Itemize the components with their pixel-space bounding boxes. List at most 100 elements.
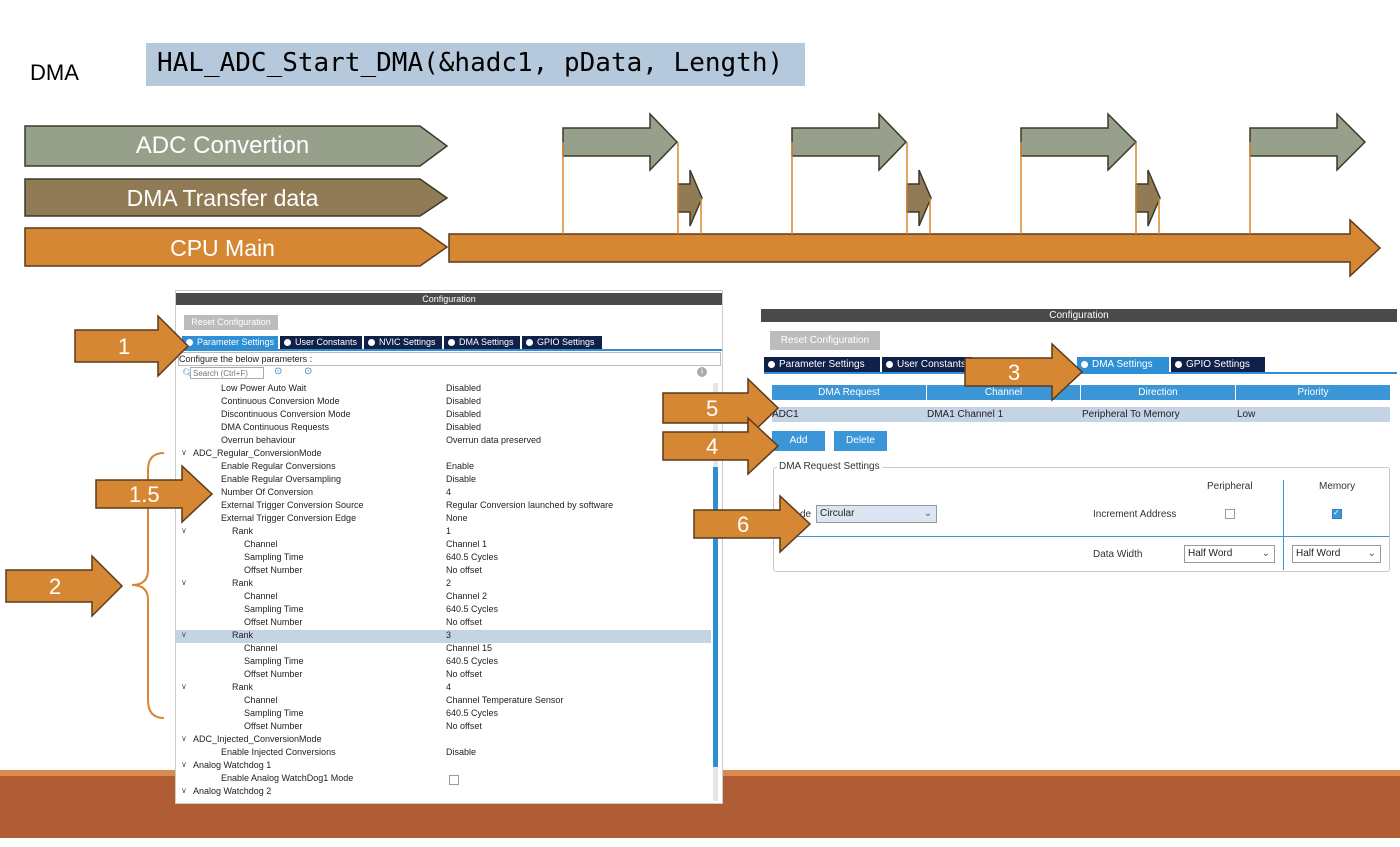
column-divider [1283,480,1284,570]
tree-group-row[interactable]: ∨ADC_Regular_ConversionMode [176,448,711,461]
chevron-down-icon[interactable]: ∨ [181,734,187,743]
chevron-down-icon[interactable]: ∨ [181,526,187,535]
add-button[interactable]: Add [772,431,825,451]
parameter-value[interactable]: Channel 2 [446,591,488,601]
parameter-value[interactable]: Disabled [446,422,482,432]
parameter-value[interactable]: Disable [446,747,477,757]
tree-group-row[interactable]: ∨ ADC_Injected_ConversionMode [176,734,711,747]
col-header-direction[interactable]: Direction [1081,385,1235,400]
parameter-value[interactable]: No offset [446,617,482,627]
parameter-value[interactable]: 640.5 Cycles [446,604,499,614]
memory-data-width-select[interactable]: Half Word⌄ [1292,545,1381,563]
tab-gpio-settings[interactable]: GPIO Settings [1171,357,1265,372]
scrollbar-track[interactable] [713,383,718,801]
parameter-value[interactable]: Disabled [446,396,482,406]
tab-gpio-settings[interactable]: GPIO Settings [522,336,602,349]
parameter-value[interactable]: None [446,513,468,523]
delete-button[interactable]: Delete [834,431,887,451]
table-row[interactable]: ADC1 DMA1 Channel 1 Peripheral To Memory… [772,407,1390,422]
parameter-value[interactable]: Enable [446,461,475,471]
parameter-value[interactable]: Overrun data preserved [446,435,542,445]
reset-configuration-button[interactable]: Reset Configuration [184,315,278,330]
parameter-value[interactable]: Disabled [446,383,482,393]
parameter-value[interactable]: 640.5 Cycles [446,656,499,666]
parameter-value[interactable]: 1 [446,526,452,536]
chevron-down-icon[interactable]: ∨ [181,630,187,639]
search-prev-icon[interactable]: ⊙ [274,366,283,377]
parameter-value[interactable]: No offset [446,565,482,575]
parameter-value[interactable]: Channel Temperature Sensor [446,695,564,705]
parameter-value[interactable]: Channel 15 [446,643,493,653]
search-next-icon[interactable]: ⊙ [304,366,313,377]
tab-dma-settings[interactable]: DMA Settings [1077,357,1169,372]
col-header-priority[interactable]: Priority [1236,385,1390,400]
col-header-channel[interactable]: Channel [927,385,1080,400]
chevron-down-icon[interactable]: ∨ [181,682,187,691]
chevron-down-icon[interactable]: ∨ [181,578,187,587]
tab-parameter-settings[interactable]: Parameter Settings [182,336,278,349]
table-row[interactable]: Enable Analog WatchDog1 Mode [176,773,711,786]
parameter-value[interactable]: 4 [446,682,452,692]
chevron-down-icon[interactable]: ∨ [181,760,187,769]
callout-arrow-5 [662,377,780,439]
parameter-value[interactable]: 640.5 Cycles [446,708,499,718]
tab-dma-settings[interactable]: DMA Settings [444,336,520,349]
parameter-value[interactable]: No offset [446,721,482,731]
parameter-value[interactable]: 4 [446,487,452,497]
chevron-down-icon[interactable]: ∨ [181,786,187,795]
tree-group-row[interactable]: ∨Analog Watchdog 2 [176,786,711,799]
parameter-value[interactable]: No offset [446,669,482,679]
reset-configuration-button[interactable]: Reset Configuration [770,331,880,350]
col-header-dma-request[interactable]: DMA Request [772,385,926,400]
parameter-value[interactable]: 2 [446,578,452,588]
tab-parameter-settings[interactable]: Parameter Settings [764,357,880,372]
info-icon[interactable]: i [697,367,707,377]
tab-nvic-settings[interactable]: NVIC Settings [364,336,442,349]
parameter-value[interactable]: Disabled [446,409,482,419]
search-input[interactable] [190,367,264,379]
tree-group-row[interactable]: ∨Analog Watchdog 1 [176,760,711,773]
chevron-down-icon[interactable]: ∨ [181,448,187,457]
parameter-value[interactable]: Regular Conversion launched by software [446,500,614,510]
watchdog-checkbox[interactable] [449,775,459,785]
increment-memory-checkbox[interactable] [1332,508,1342,519]
parameter-value[interactable]: Channel 1 [446,539,488,549]
parameter-value[interactable]: 640.5 Cycles [446,552,499,562]
increment-peripheral-checkbox[interactable] [1225,509,1235,519]
tab-user-constants[interactable]: User Constants [882,357,972,372]
parameter-value[interactable]: Disable [446,474,477,484]
parameter-name: ADC_Injected_ConversionMode [193,734,322,744]
scrollbar-thumb[interactable] [713,467,718,767]
tab-user-constants[interactable]: User Constants [280,336,362,349]
mode-select[interactable]: Circular⌄ [816,505,937,523]
parameter-value[interactable]: 3 [446,630,452,640]
peripheral-data-width-select[interactable]: Half Word⌄ [1184,545,1275,563]
